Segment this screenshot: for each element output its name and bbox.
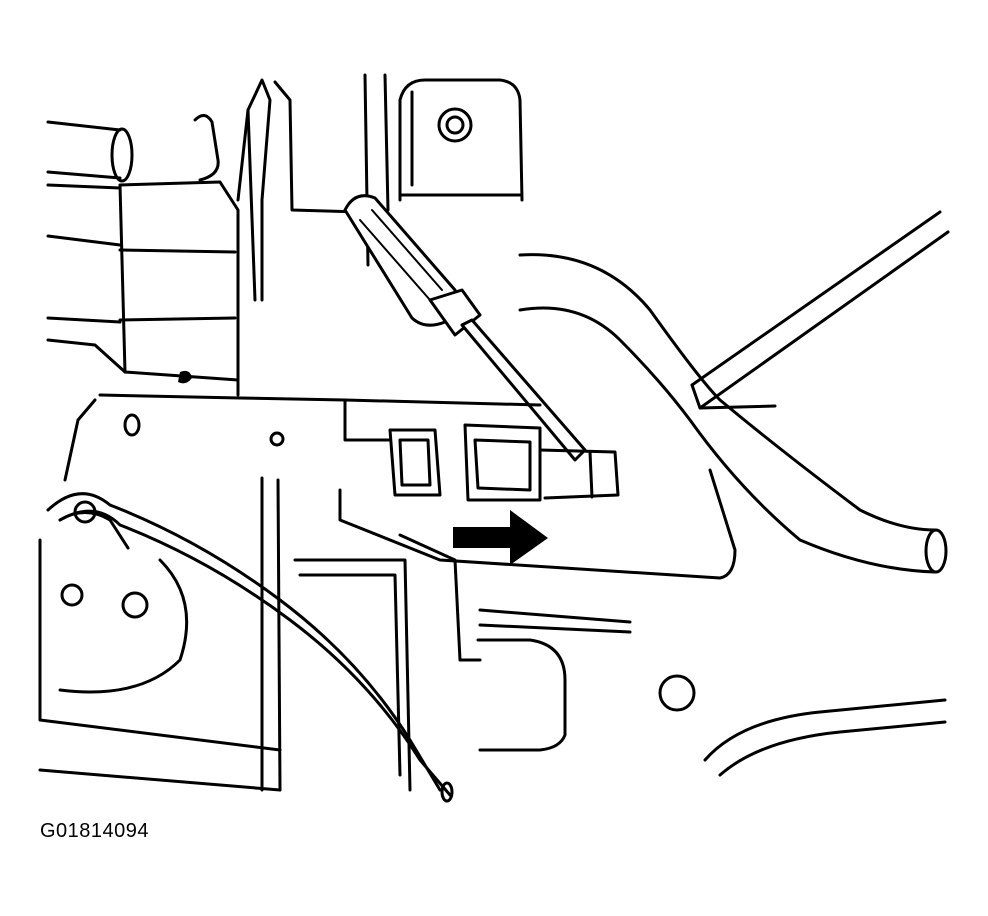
motor-block xyxy=(46,180,240,382)
left-tube xyxy=(46,120,134,183)
main-plate xyxy=(63,370,737,580)
lower-left-mechanism xyxy=(38,500,282,792)
wire-hook xyxy=(193,114,220,182)
connector-latch xyxy=(388,423,620,502)
top-bracket xyxy=(398,78,524,202)
direction-arrow xyxy=(453,510,548,565)
lower-right-panel xyxy=(476,608,947,777)
vertical-bracket xyxy=(236,73,390,302)
lower-column xyxy=(260,476,482,792)
curved-tube xyxy=(518,253,948,574)
cable xyxy=(46,492,454,803)
figure-id-label: G01814094 xyxy=(40,820,150,842)
upper-right-rod xyxy=(690,210,950,410)
screwdriver xyxy=(343,194,587,462)
